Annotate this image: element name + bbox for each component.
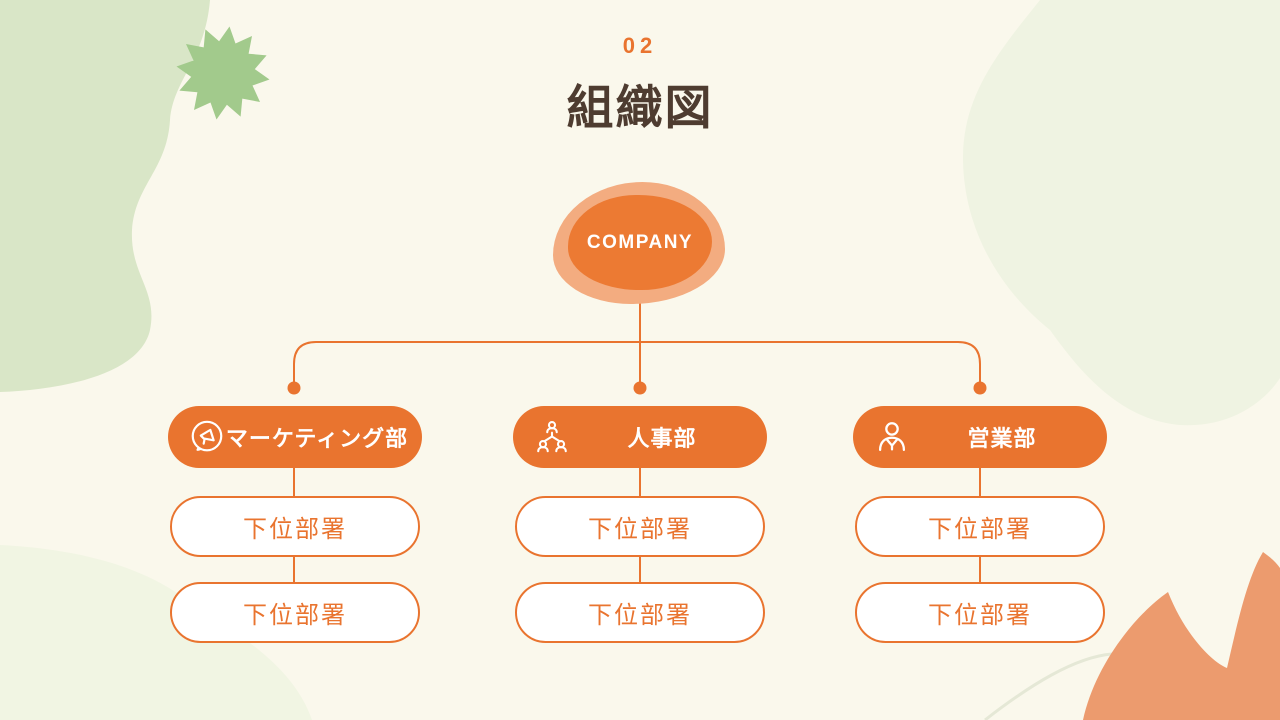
slide-header: 02 組織図	[0, 33, 1280, 138]
sub-dept-box: 下位部署	[170, 582, 420, 643]
sub-dept-box: 下位部署	[515, 496, 765, 557]
page-title: 組織図	[566, 81, 714, 134]
person-icon	[873, 418, 911, 456]
sub-dept-box: 下位部署	[515, 582, 765, 643]
dept-label: 営業部	[967, 426, 1037, 451]
connector-dot	[287, 381, 301, 395]
company-node-inner: COMPANY	[568, 195, 712, 290]
connector-trunk	[293, 341, 981, 388]
company-node: COMPANY	[553, 182, 725, 304]
dept-label: マーケティング部	[225, 426, 409, 451]
dept-column-sales: 営業部 下位部署 下位部署	[853, 406, 1107, 646]
sub-dept-label: 下位部署	[243, 516, 347, 543]
company-label: COMPANY	[586, 231, 694, 253]
curve-line-bottom-right	[984, 652, 1263, 720]
page-number: 02	[622, 33, 658, 58]
dept-node-sales: 営業部	[853, 406, 1107, 468]
dept-column-hr: 人事部 下位部署 下位部署	[513, 406, 767, 646]
sub-dept-label: 下位部署	[588, 602, 692, 629]
sub-dept-label: 下位部署	[928, 516, 1032, 543]
sub-dept-label: 下位部署	[928, 602, 1032, 629]
dept-label: 人事部	[627, 426, 697, 451]
sub-dept-box: 下位部署	[855, 582, 1105, 643]
dept-node-marketing: マーケティング部	[168, 406, 422, 468]
sub-dept-label: 下位部署	[588, 516, 692, 543]
sub-dept-box: 下位部署	[170, 496, 420, 557]
dept-node-hr: 人事部	[513, 406, 767, 468]
dept-column-marketing: マーケティング部 下位部署 下位部署	[168, 406, 422, 646]
megaphone-icon	[188, 418, 226, 456]
connector-dot	[973, 381, 987, 395]
salmon-leaves-bottom-right	[1083, 552, 1280, 720]
sub-dept-label: 下位部署	[243, 602, 347, 629]
sub-dept-box: 下位部署	[855, 496, 1105, 557]
org-people-icon	[533, 418, 571, 456]
connector-dot	[633, 381, 647, 395]
